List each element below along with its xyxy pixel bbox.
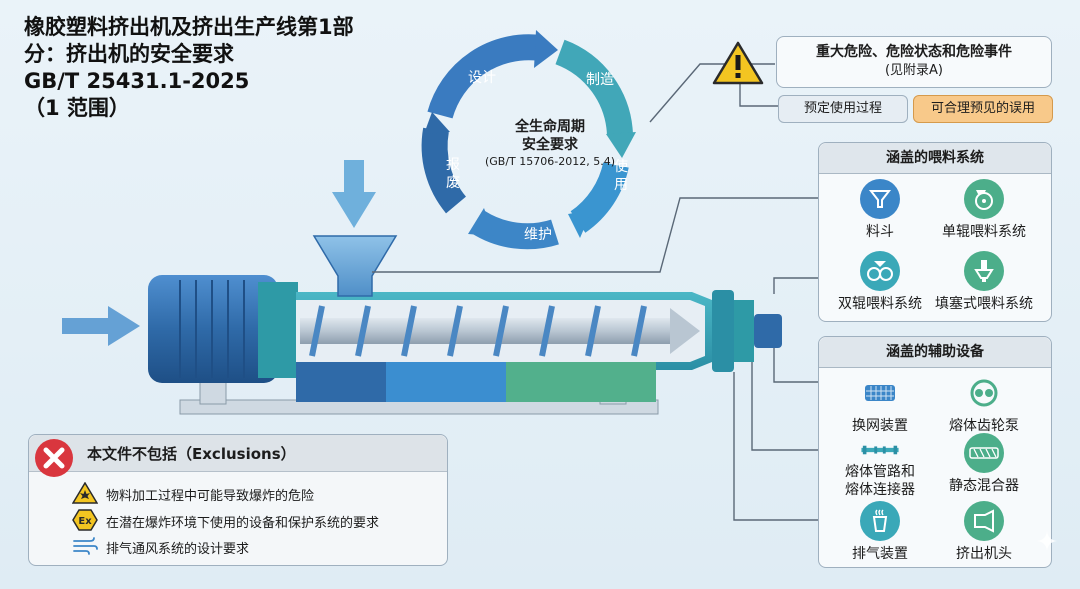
aux-item-screen-changer: 换网装置 xyxy=(815,373,945,435)
stage-use: 使用 xyxy=(614,159,628,193)
auxiliary-panel-header: 涵盖的辅助设备 xyxy=(819,337,1051,368)
feeding-item-label: 填塞式喂料系统 xyxy=(935,296,1033,312)
aux-item-label: 换网装置 xyxy=(852,418,908,434)
exclusion-item: 物料加工过程中可能导致爆炸的危险 xyxy=(71,481,315,511)
feeding-item-hopper: 料斗 xyxy=(815,179,945,241)
feeding-item-single-roller: 单辊喂料系统 xyxy=(919,179,1049,241)
title-line-1: 橡胶塑料挤出机及挤出生产线第1部 xyxy=(24,15,354,39)
aux-item-vent: 排气装置 xyxy=(815,501,945,563)
ventilation-wind-icon xyxy=(72,536,98,563)
aux-item-label: 挤出机头 xyxy=(956,546,1012,562)
exclusions-box: 本文件不包括（Exclusions） xyxy=(28,434,448,566)
aux-item-label: 排气装置 xyxy=(852,546,908,562)
feed-arrow xyxy=(332,160,376,228)
stage-scrap: 报废 xyxy=(446,157,460,191)
ex-atex-icon: Ex xyxy=(72,509,98,538)
sparkle-icon xyxy=(1036,530,1058,556)
aux-item-label: 静态混合器 xyxy=(949,478,1019,494)
aux-item-label: 熔体齿轮泵 xyxy=(949,418,1019,434)
drive-input-arrow xyxy=(62,306,140,346)
feeding-item-label: 双辊喂料系统 xyxy=(838,296,922,312)
stage-maintenance: 维护 xyxy=(524,227,552,243)
static-mixer-icon xyxy=(964,433,1004,473)
hazards-title: 重大危险、危险状态和危险事件 xyxy=(816,44,1012,60)
exclusions-title: 本文件不包括（Exclusions） xyxy=(87,445,296,463)
exclusion-text: 物料加工过程中可能导致爆炸的危险 xyxy=(106,488,315,504)
svg-text:Ex: Ex xyxy=(78,516,92,527)
feeding-systems-panel: 涵盖的喂料系统 料斗 单辊喂料系统 双辊喂料系统 填塞式喂料系统 xyxy=(818,142,1052,322)
chip-intended-use: 预定使用过程 xyxy=(778,95,908,123)
explosion-warning-icon xyxy=(71,481,99,511)
feeding-item-label: 单辊喂料系统 xyxy=(942,224,1026,240)
chip-foreseeable-misuse: 可合理预见的误用 xyxy=(913,95,1053,123)
aux-item-label: 熔体管路和 xyxy=(845,464,915,480)
aux-item-gear-pump: 熔体齿轮泵 xyxy=(919,373,1049,435)
document-title: 橡胶塑料挤出机及挤出生产线第1部 分：挤出机的安全要求 GB/T 25431.1… xyxy=(24,14,404,122)
feeding-item-double-roller: 双辊喂料系统 xyxy=(815,251,945,313)
stage-design: 设计 xyxy=(468,70,496,86)
exclusion-item: Ex 在潜在爆炸环境下使用的设备和保护系统的要求 xyxy=(72,509,379,538)
gear-pump-icon xyxy=(964,373,1004,413)
aux-item-extruder-head: 挤出机头 xyxy=(919,501,1049,563)
screen-changer-icon xyxy=(860,373,900,413)
extruder-head-icon xyxy=(964,501,1004,541)
screw xyxy=(300,318,670,344)
lifecycle-center-line1: 全生命周期 xyxy=(515,119,585,135)
title-line-2: 分：挤出机的安全要求 xyxy=(24,42,234,66)
hopper-icon xyxy=(860,179,900,219)
stuffing-feeder-icon xyxy=(964,251,1004,291)
feeding-item-label: 料斗 xyxy=(866,224,894,240)
feeding-panel-header: 涵盖的喂料系统 xyxy=(819,143,1051,174)
die-flange xyxy=(712,290,734,372)
exclusion-x-icon xyxy=(33,437,75,483)
machine-base xyxy=(179,399,659,415)
auxiliary-equipment-panel: 涵盖的辅助设备 换网装置 熔体齿轮泵 熔体管路和 熔体连接器 静态混合器 排气装… xyxy=(818,336,1052,568)
exclusion-text: 排气通风系统的设计要求 xyxy=(106,541,250,557)
hazards-subtitle: (见附录A) xyxy=(884,63,944,78)
die-nozzle xyxy=(754,314,782,348)
exclusion-text: 在潜在爆炸环境下使用的设备和保护系统的要求 xyxy=(106,515,380,531)
double-roller-icon xyxy=(860,251,900,291)
title-line-3: GB/T 25431.1-2025 xyxy=(24,69,250,93)
melt-pipe-icon xyxy=(860,437,900,463)
aux-item-label-line2: 熔体连接器 xyxy=(845,482,915,498)
single-roller-icon xyxy=(964,179,1004,219)
lifecycle-reference: (GB/T 15706-2012, 5.4) xyxy=(484,155,616,168)
warning-triangle-icon xyxy=(712,40,764,90)
aux-item-melt-pipe: 熔体管路和 熔体连接器 xyxy=(815,437,945,499)
title-line-4: （1 范围） xyxy=(24,96,130,120)
hazards-box: 重大危险、危险状态和危险事件 (见附录A) xyxy=(776,36,1052,88)
exclusion-item: 排气通风系统的设计要求 xyxy=(72,536,249,563)
lifecycle-center-line2: 安全要求 xyxy=(522,137,578,153)
vent-icon xyxy=(860,501,900,541)
stage-manufacture: 制造 xyxy=(586,72,614,88)
aux-item-static-mixer: 静态混合器 xyxy=(919,433,1049,495)
gearbox xyxy=(258,282,298,378)
feeding-item-stuffing: 填塞式喂料系统 xyxy=(919,251,1049,313)
hopper xyxy=(312,235,398,297)
lifecycle-center: 全生命周期 安全要求 (GB/T 15706-2012, 5.4) xyxy=(470,118,630,170)
